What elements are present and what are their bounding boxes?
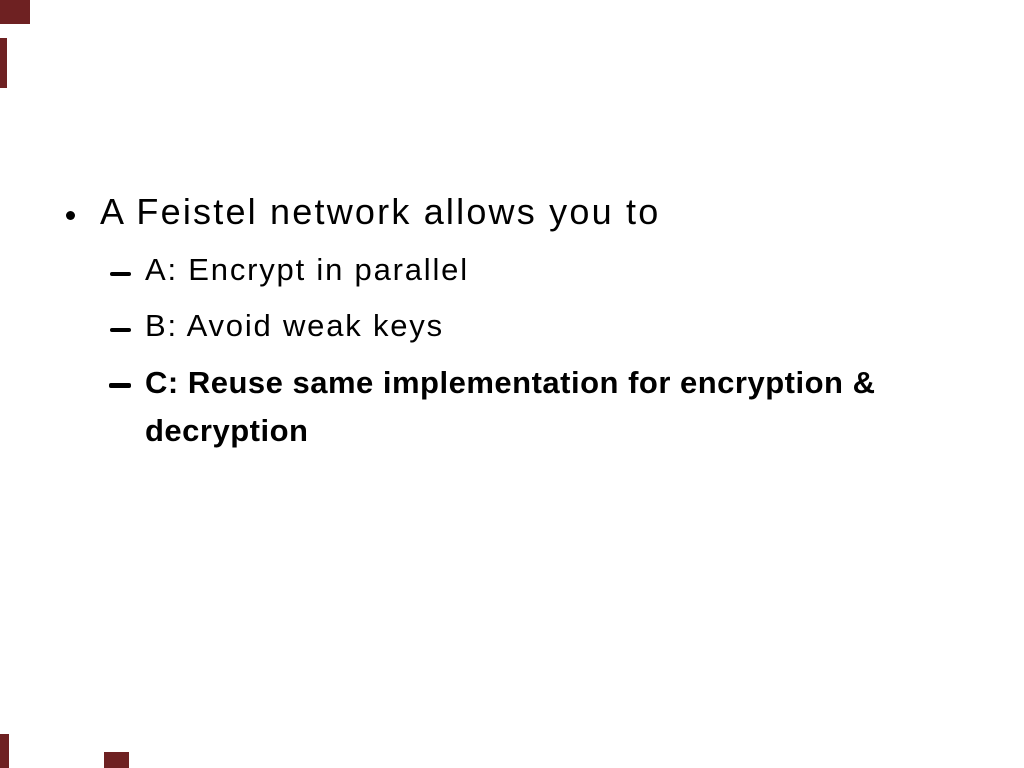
bullet-dash-icon [109,383,131,388]
sub-bullet-c-line2: decryption [145,413,309,448]
slide-accent-bottom-tab [104,752,129,768]
slide-accent-bottom-left [0,734,9,768]
slide-accent-top-left [0,0,30,24]
slide-accent-left-bar [0,38,7,88]
sub-bullet-a: A: Encrypt in parallel [145,252,469,287]
bullet-disc-icon [66,211,75,220]
sub-bullet-b: B: Avoid weak keys [145,308,444,343]
bullet-item-main: A Feistel network allows you to [100,191,661,232]
bullet-dash-icon [110,272,131,276]
bullet-dash-icon [110,328,131,332]
sub-bullet-c-line1: C: Reuse same implementation for encrypt… [145,365,876,400]
